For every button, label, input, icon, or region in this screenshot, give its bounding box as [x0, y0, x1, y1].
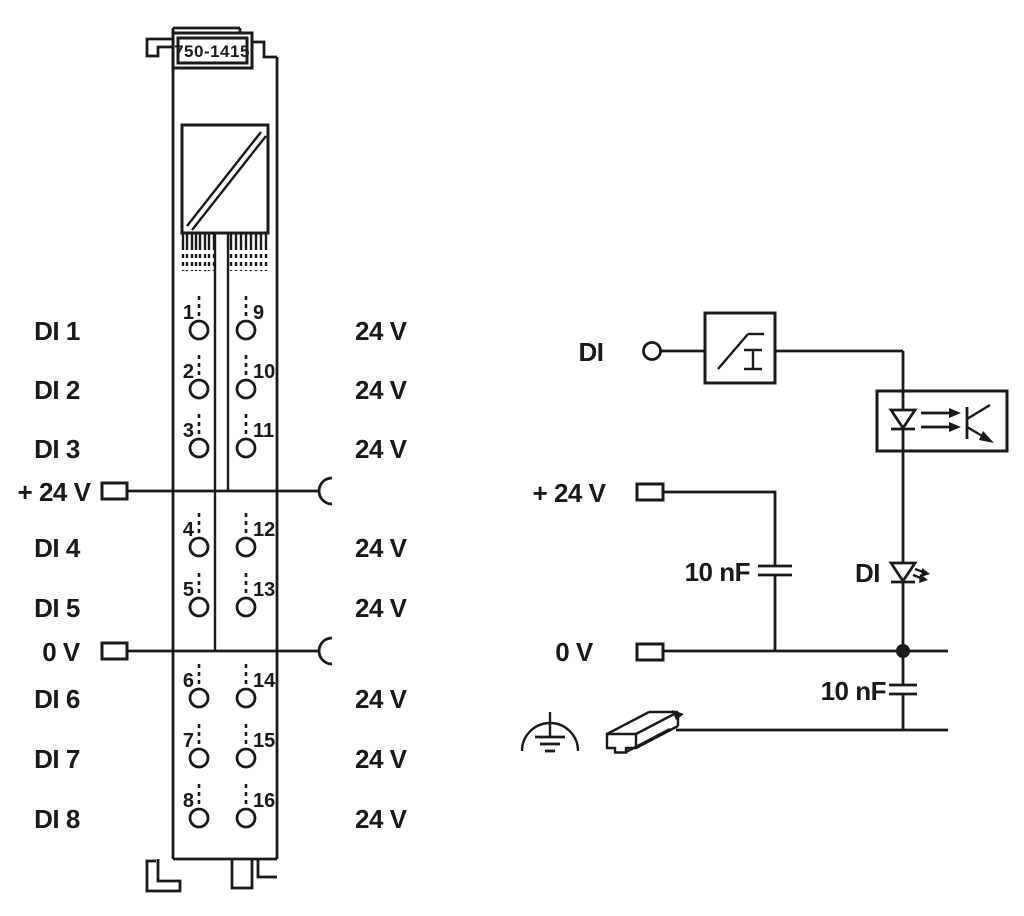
zero-terminal-icon: [635, 642, 665, 662]
led-label: DI: [855, 558, 880, 588]
terminal-8: [188, 784, 210, 829]
label-24v-6: 24 V: [355, 684, 408, 714]
terminal-number-11: 11: [253, 420, 274, 442]
led-indicator-icon: DI: [855, 558, 930, 588]
terminal-15: [235, 724, 257, 769]
capacitor-1-icon: [758, 564, 792, 651]
terminal-number-5: 5: [183, 579, 194, 601]
terminal-number-10: 10: [253, 361, 275, 383]
terminal-number-13: 13: [253, 579, 275, 601]
label-di6: DI 6: [34, 684, 80, 714]
terminal-11: [235, 414, 257, 459]
terminal-2: [188, 355, 210, 400]
supply-24v-row: [100, 476, 333, 506]
internal-bus-lines: [213, 233, 230, 651]
label-24v-8: 24 V: [355, 804, 408, 834]
terminal-number-1: 1: [183, 302, 194, 324]
terminal-number-8: 8: [183, 790, 194, 812]
label-plus24v: + 24 V: [18, 477, 92, 507]
terminal-column-left: [188, 296, 210, 829]
io-module: 750-1415: [18, 26, 408, 893]
terminal-number-3: 3: [183, 420, 194, 442]
capacitor-2-icon: [889, 651, 917, 730]
terminal-14: [235, 664, 257, 709]
part-number: 750-1415: [174, 42, 250, 61]
cap2-value-label: 10 nF: [821, 676, 886, 706]
power-contact-socket-icon: [317, 636, 333, 666]
schematic-0v-label: 0 V: [555, 637, 594, 667]
label-24v-5: 24 V: [355, 593, 408, 623]
optocoupler-icon: [875, 389, 1009, 453]
input-terminal-icon: [642, 341, 662, 361]
supply-terminal-icon: [635, 482, 665, 502]
terminal-13: [235, 573, 257, 618]
label-di3: DI 3: [34, 434, 80, 464]
label-di7: DI 7: [34, 744, 80, 774]
terminal-number-2: 2: [183, 361, 194, 383]
power-contact-socket-icon: [317, 476, 333, 506]
terminal-1: [188, 296, 210, 341]
terminal-6: [188, 664, 210, 709]
label-24v-2: 24 V: [355, 375, 408, 405]
label-24v-3: 24 V: [355, 434, 408, 464]
label-di8: DI 8: [34, 804, 80, 834]
supply-labels: 24 V 24 V 24 V 24 V 24 V 24 V 24 V 24 V: [355, 316, 408, 834]
terminal-16: [235, 784, 257, 829]
bottom-tab-icon: [230, 859, 254, 890]
label-di5: DI 5: [34, 593, 80, 623]
terminal-number-15: 15: [253, 730, 275, 752]
terminal-number-6: 6: [183, 670, 194, 692]
channel-schematic: DI: [520, 311, 1009, 754]
terminal-number-4: 4: [183, 519, 195, 541]
terminal-number-9: 9: [253, 302, 264, 324]
terminal-column-right: [235, 296, 257, 829]
module-label-box: 750-1415: [171, 31, 254, 70]
bottom-tab-icon: [256, 859, 277, 879]
power-jumper-contact-icon: [100, 481, 129, 501]
terminal-9: [235, 296, 257, 341]
functional-earth-icon: [520, 712, 580, 753]
top-latch-icon: [145, 37, 173, 58]
label-di4: DI 4: [34, 533, 81, 563]
terminal-4: [188, 513, 210, 558]
cap1-value-label: 10 nF: [685, 557, 750, 587]
channel-labels: DI 1 DI 2 DI 3 + 24 V DI 4 DI 5 0 V DI 6…: [18, 316, 93, 834]
schematic-di-input-label: DI: [579, 337, 604, 367]
terminal-number-12: 12: [253, 519, 275, 541]
label-24v-1: 24 V: [355, 316, 408, 346]
label-24v-4: 24 V: [355, 533, 408, 563]
bottom-latch-icon: [145, 859, 182, 893]
input-filter-icon: [703, 311, 777, 385]
label-0v: 0 V: [42, 637, 81, 667]
label-di2: DI 2: [34, 375, 80, 405]
label-24v-7: 24 V: [355, 744, 408, 774]
power-jumper-contact-icon: [100, 641, 129, 661]
module-outline: [145, 26, 279, 893]
terminal-10: [235, 355, 257, 400]
terminal-3: [188, 414, 210, 459]
terminal-12: [235, 513, 257, 558]
terminal-number-7: 7: [183, 730, 194, 752]
zero-v-row: [100, 636, 333, 666]
terminal-number-16: 16: [253, 790, 275, 812]
terminal-5: [188, 573, 210, 618]
electronics-wires: [181, 233, 268, 271]
label-di1: DI 1: [34, 316, 80, 346]
schematic-plus24v-label: + 24 V: [533, 478, 607, 508]
terminal-numbers: 1 2 3 4 5 6 7 8 9 10 11 12 13 14 15 16: [183, 302, 276, 812]
din-rail-icon: [605, 710, 684, 754]
terminal-7: [188, 724, 210, 769]
terminal-number-14: 14: [253, 670, 276, 692]
electronics-isolation-icon: [180, 123, 270, 235]
